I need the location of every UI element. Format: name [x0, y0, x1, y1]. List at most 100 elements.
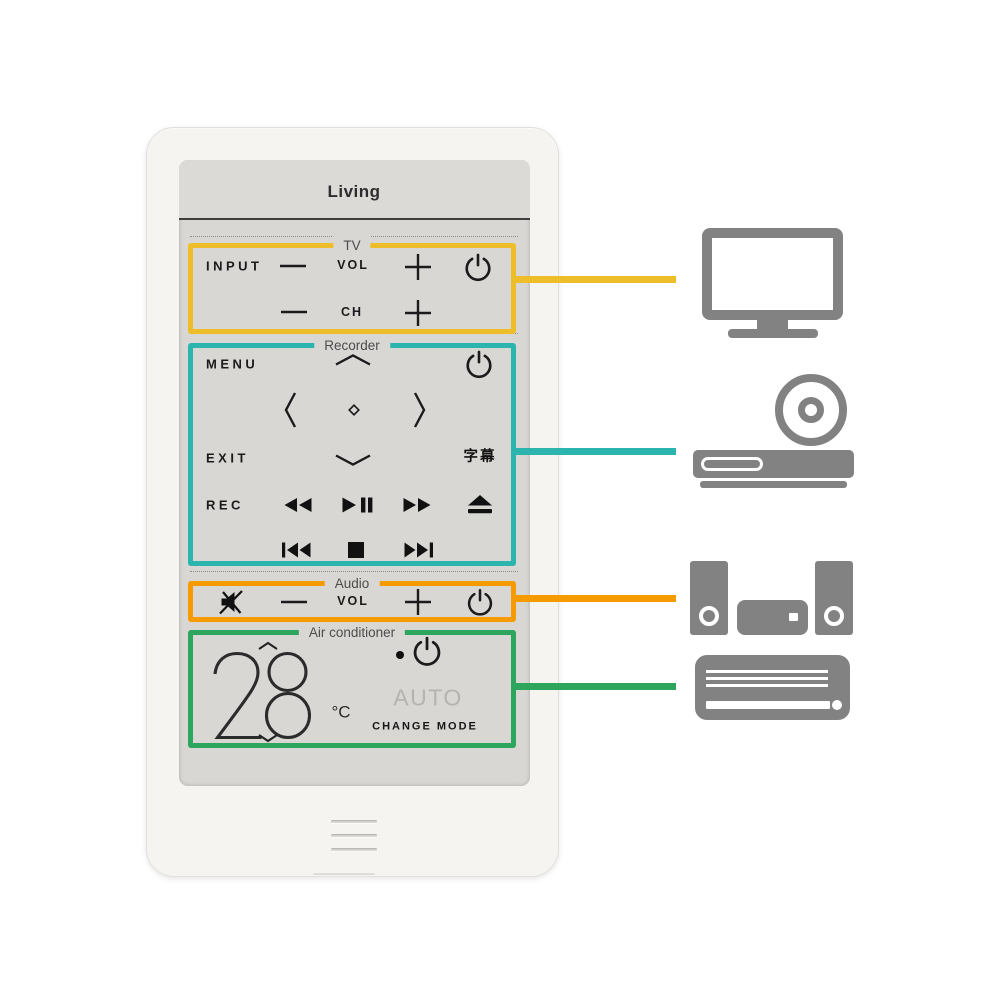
- recorder-deck: [693, 450, 854, 478]
- ac-power-indicator-dot: [396, 651, 404, 659]
- mute-icon: [219, 590, 243, 615]
- recorder-down-button[interactable]: [333, 453, 373, 467]
- power-icon: [413, 636, 441, 666]
- ac-power-button[interactable]: [410, 635, 445, 670]
- recorder-eject-button[interactable]: [467, 495, 494, 514]
- recorder-play-pause-button[interactable]: [341, 497, 374, 514]
- tv-icon-neck: [757, 319, 788, 329]
- audio-volume-label: VOL: [337, 593, 369, 608]
- ac-connector-line: [516, 683, 676, 690]
- recorder-select-button[interactable]: [347, 403, 361, 417]
- ac-temp-down-button[interactable]: [257, 733, 279, 743]
- recorder-exit-button[interactable]: EXIT: [206, 450, 249, 466]
- recorder-left-button[interactable]: [282, 390, 298, 430]
- tv-icon-screen: [702, 228, 843, 320]
- page-title: Living: [327, 182, 381, 201]
- eject-icon: [468, 495, 492, 514]
- receiver-unit: [737, 600, 808, 635]
- temperature-display: 28: [211, 651, 311, 743]
- ac-mode-status: AUTO: [393, 684, 463, 711]
- chevron-right-icon: [413, 392, 426, 428]
- recorder-connector-line: [516, 448, 676, 455]
- speaker-system-icon: [690, 561, 853, 635]
- plus-icon: [405, 589, 431, 615]
- tv-channel-up-button[interactable]: [404, 299, 432, 327]
- ac-vent-line: [706, 677, 828, 680]
- audio-section-frame: Audio: [188, 574, 516, 622]
- screen-header: [179, 160, 530, 220]
- recorder-section-frame: Recorder: [188, 336, 516, 566]
- audio-section-label: Audio: [324, 574, 380, 593]
- previous-track-icon: [282, 542, 311, 558]
- tv-channel-label: CH: [340, 304, 364, 319]
- ac-led: [832, 700, 842, 710]
- recorder-menu-button[interactable]: MENU: [206, 356, 259, 372]
- tv-power-button[interactable]: [462, 252, 495, 285]
- tv-section-frame: TV: [188, 236, 516, 334]
- recorder-right-button[interactable]: [412, 390, 428, 430]
- right-speaker: [815, 561, 853, 635]
- tv-volume-down-button[interactable]: [279, 264, 307, 268]
- ac-vent-bar: [706, 701, 830, 709]
- disc-hole: [798, 397, 824, 423]
- disc-icon: [775, 374, 847, 446]
- tv-volume-up-button[interactable]: [404, 253, 432, 281]
- speaker-grille-line: [331, 820, 377, 823]
- remote-touchscreen: [179, 160, 530, 786]
- recorder-section-label: Recorder: [314, 336, 390, 355]
- recorder-rewind-button[interactable]: [283, 497, 314, 514]
- tv-section-label: TV: [333, 236, 371, 255]
- recorder-base: [700, 481, 847, 488]
- minus-icon: [281, 600, 307, 604]
- play-pause-icon: [342, 497, 373, 513]
- chevron-up-icon: [258, 641, 278, 650]
- tv-icon-base: [727, 329, 818, 338]
- audio-mute-button[interactable]: [218, 589, 245, 615]
- temperature-digits: [213, 651, 311, 740]
- recorder-next-button[interactable]: [404, 542, 435, 559]
- chevron-down-icon: [258, 734, 278, 743]
- tv-volume-label: VOL: [337, 257, 369, 272]
- speaker-ring: [699, 606, 719, 626]
- plus-icon: [405, 254, 431, 280]
- ac-change-mode-button[interactable]: CHANGE MODE: [372, 720, 478, 733]
- ac-vent-line: [706, 670, 828, 673]
- plus-icon: [405, 300, 431, 326]
- tv-icon: [702, 228, 843, 338]
- ac-temp-up-button[interactable]: [257, 641, 279, 651]
- disc-recorder-icon: [693, 368, 854, 488]
- ac-section-frame: Air conditioner: [188, 623, 516, 748]
- recorder-stop-button[interactable]: [348, 542, 365, 559]
- ac-section-label: Air conditioner: [298, 623, 406, 642]
- stop-icon: [348, 542, 364, 558]
- speaker-ring: [824, 606, 844, 626]
- recorder-power-button[interactable]: [463, 349, 496, 382]
- chevron-left-icon: [284, 392, 297, 428]
- power-icon: [465, 253, 491, 281]
- recorder-subtitle-button[interactable]: 字幕: [463, 448, 497, 465]
- tv-channel-down-button[interactable]: [280, 310, 308, 314]
- chevron-down-icon: [335, 454, 371, 466]
- minus-icon: [281, 310, 307, 314]
- air-conditioner-icon: [695, 655, 850, 720]
- recorder-up-button[interactable]: [333, 353, 373, 367]
- tv-connector-line: [514, 276, 676, 283]
- chevron-up-icon: [335, 354, 371, 366]
- fast-forward-icon: [403, 498, 431, 512]
- tv-input-button[interactable]: INPUT: [206, 258, 263, 274]
- ac-vent-line: [706, 684, 828, 687]
- audio-volume-up-button[interactable]: [404, 588, 432, 616]
- recorder-slot: [701, 457, 763, 471]
- audio-volume-down-button[interactable]: [280, 600, 308, 604]
- minus-icon: [280, 264, 306, 268]
- recorder-previous-button[interactable]: [281, 542, 312, 559]
- recorder-fast-forward-button[interactable]: [402, 497, 433, 514]
- power-icon: [467, 589, 493, 616]
- speaker-grille-line: [331, 848, 377, 851]
- speaker-grille-line: [331, 834, 377, 837]
- left-speaker: [690, 561, 728, 635]
- recorder-rec-button[interactable]: REC: [206, 497, 244, 513]
- audio-power-button[interactable]: [464, 587, 496, 619]
- divider: [190, 571, 518, 572]
